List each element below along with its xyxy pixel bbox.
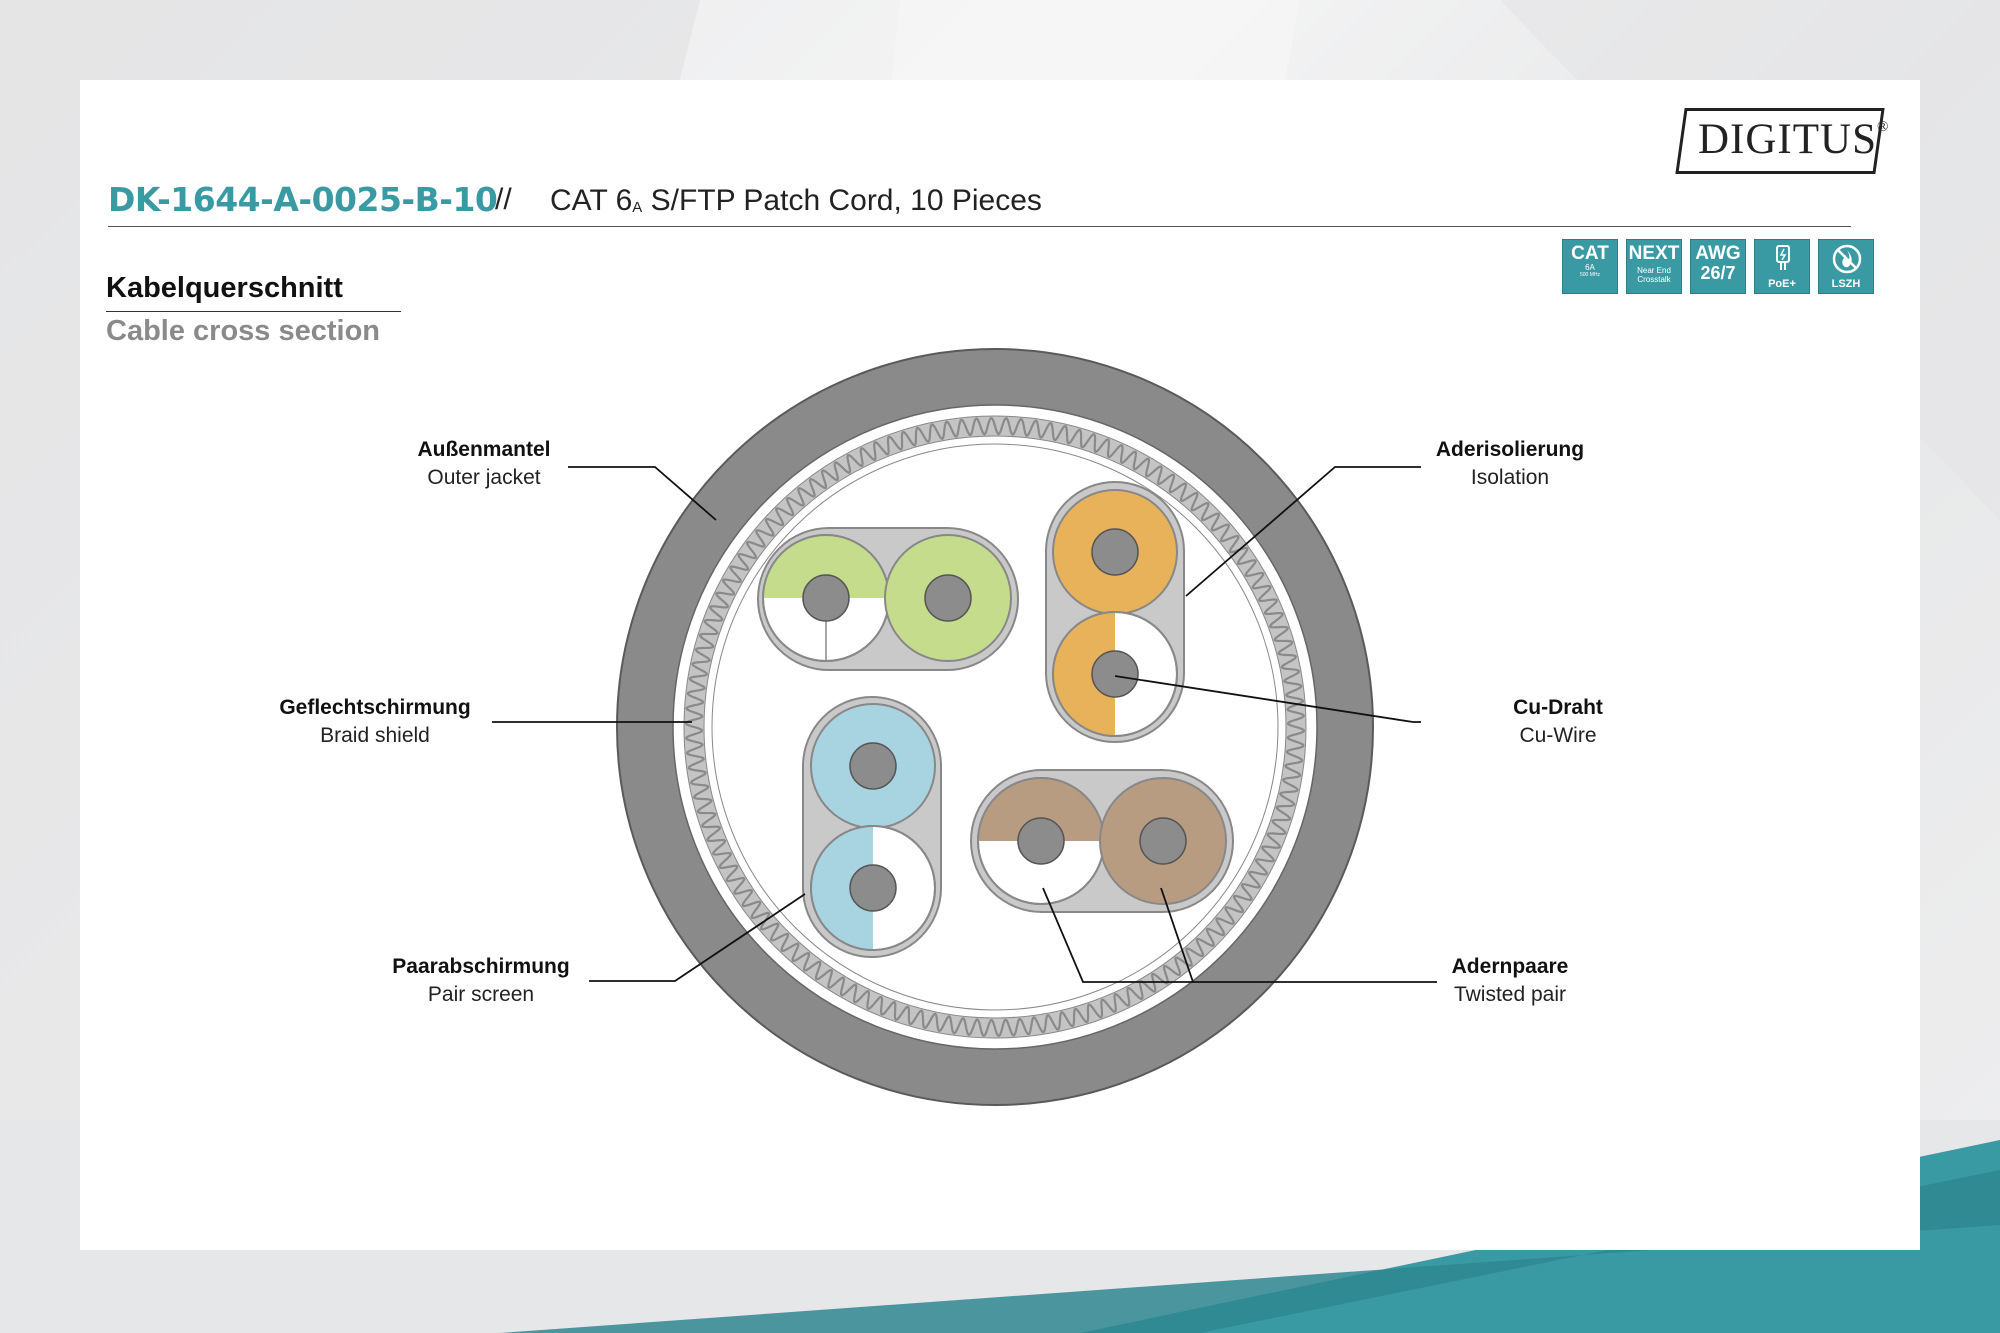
braid-inner-edge [703, 435, 1287, 1019]
label-outer-jacket-de: Außenmantel [417, 438, 551, 461]
label-braid-shield-en: Braid shield [320, 724, 430, 747]
leader-cu-wire [1114, 675, 1421, 723]
conductor-brown-white [1017, 817, 1065, 865]
cat6a-line2: 6A [1585, 263, 1595, 272]
conductor-green [924, 574, 972, 622]
label-braid-shield: Geflechtschirmung Braid shield [255, 694, 495, 750]
label-cu-wire-en: Cu-Wire [1519, 724, 1597, 747]
conductor-blue-white [849, 864, 897, 912]
leader-outer-jacket [568, 466, 717, 521]
conductor-orange-white [1091, 650, 1139, 698]
product-title: CAT 6A S/FTP Patch Cord, 10 Pieces [550, 184, 1042, 218]
label-pair-screen-de: Paarabschirmung [392, 955, 570, 978]
leader-pair-screen [589, 893, 806, 982]
next-line3: Crosstalk [1637, 275, 1671, 284]
title-post: S/FTP Patch Cord, 10 Pieces [642, 184, 1042, 217]
label-isolation: Aderisolierung Isolation [1405, 436, 1615, 492]
pair-blue [802, 696, 942, 958]
label-twisted-pair-en: Twisted pair [1453, 983, 1567, 1006]
stripe-blue [811, 826, 873, 950]
brand-name: DIGITUS [1698, 116, 1877, 163]
label-outer-jacket: Außenmantel Outer jacket [384, 436, 584, 492]
cat6a-badge: CAT 6A 500 MHz [1562, 239, 1618, 294]
section-title-en: Cable cross section [106, 315, 380, 347]
conductor-green-white [802, 574, 850, 622]
lszh-label: LSZH [1831, 278, 1861, 290]
lszh-flame-icon [1832, 244, 1862, 274]
poe-label: PoE+ [1768, 278, 1796, 290]
section-title-de: Kabelquerschnitt [106, 272, 343, 304]
leader-isolation [1185, 466, 1421, 597]
next-line1: NEXT [1628, 243, 1680, 264]
stripe-brown [978, 778, 1104, 841]
awg-line2: 26/7 [1700, 263, 1736, 283]
label-braid-shield-de: Geflechtschirmung [279, 696, 471, 719]
brand-logo: DIGITUS® [1698, 115, 1888, 164]
section-rule [106, 311, 401, 312]
insulation-blue-white-edge [810, 825, 936, 951]
poe-plug-icon [1776, 245, 1790, 270]
label-twisted-pair-de: Adernpaare [1451, 955, 1569, 978]
conductor-blue [849, 742, 897, 790]
lszh-badge: LSZH [1818, 239, 1874, 294]
conductor-orange [1091, 528, 1139, 576]
label-twisted-pair: Adernpaare Twisted pair [1425, 953, 1595, 1009]
awg-line1: AWG [1695, 243, 1741, 264]
brand-mark: ® [1876, 119, 1890, 135]
conductor-brown [1139, 817, 1187, 865]
header-rule [108, 226, 1851, 227]
next-badge: NEXT Near End Crosstalk [1626, 239, 1682, 294]
pair-green [757, 527, 1019, 671]
leader-twisted-pair-b [1160, 887, 1194, 983]
label-outer-jacket-en: Outer jacket [427, 466, 541, 489]
label-isolation-de: Aderisolierung [1435, 438, 1585, 461]
stripe-green [763, 535, 889, 598]
label-isolation-en: Isolation [1470, 466, 1550, 489]
leader-twisted-pair-a [1042, 887, 1437, 983]
label-pair-screen: Paarabschirmung Pair screen [366, 953, 596, 1009]
title-pre: CAT 6 [550, 184, 633, 217]
awg-badge: AWG 26/7 [1690, 239, 1746, 294]
pair-orange [1045, 481, 1185, 743]
foil-layer [711, 443, 1279, 1011]
pair-brown [970, 769, 1234, 913]
label-cu-wire: Cu-Draht Cu-Wire [1463, 694, 1653, 750]
cat6a-line1: CAT [1571, 243, 1609, 264]
cat6a-line3: 500 MHz [1579, 272, 1600, 278]
leader-lines [492, 466, 1437, 983]
insulation-orange-white-edge [1052, 611, 1178, 737]
title-sub: A [632, 199, 643, 216]
label-cu-wire-de: Cu-Draht [1513, 696, 1603, 719]
next-line2: Near End [1637, 266, 1671, 275]
poe-badge: PoE+ [1754, 239, 1810, 294]
stripe-orange [1053, 612, 1115, 736]
part-number: DK-1644-A-0025-B-10 [108, 180, 498, 219]
label-pair-screen-en: Pair screen [427, 983, 535, 1006]
title-separator: // [495, 183, 512, 216]
